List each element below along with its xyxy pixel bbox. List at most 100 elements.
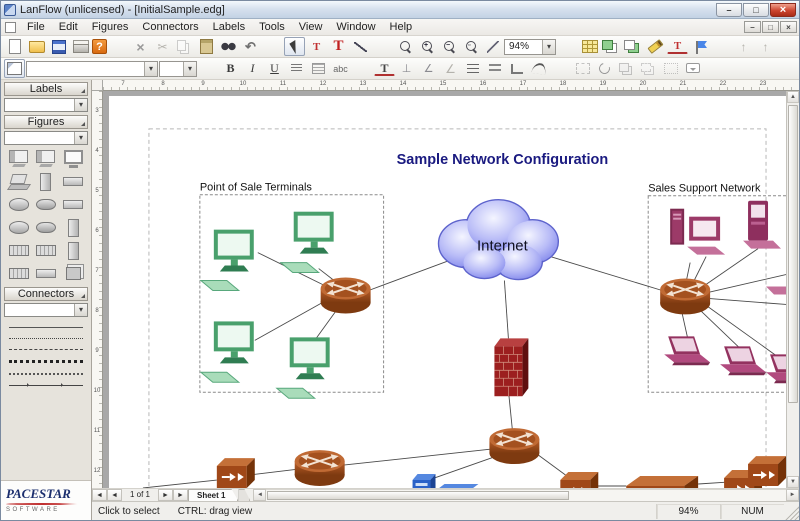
mdi-minimize-button[interactable] bbox=[744, 21, 761, 33]
horizontal-scrollbar[interactable]: ◄ ► bbox=[253, 489, 799, 501]
frame-button[interactable] bbox=[660, 59, 681, 78]
first-sheet-button[interactable]: ◄ bbox=[92, 489, 107, 501]
horizontal-scroll-thumb[interactable] bbox=[267, 491, 569, 500]
pos-router[interactable] bbox=[319, 276, 372, 315]
text-cursor-tool-button[interactable]: T bbox=[312, 40, 321, 53]
blue-server[interactable] bbox=[412, 474, 436, 488]
resize-grip[interactable] bbox=[784, 505, 799, 520]
connector-dotted-spaced[interactable] bbox=[9, 373, 83, 375]
connectors-panel-header[interactable]: Connectors bbox=[4, 287, 88, 301]
close-button[interactable] bbox=[770, 2, 796, 17]
nudge-up-button[interactable]: ↑ bbox=[740, 39, 747, 54]
menu-file[interactable]: File bbox=[27, 21, 45, 33]
bring-to-front-button[interactable] bbox=[601, 37, 622, 56]
find-button[interactable] bbox=[218, 37, 239, 56]
firewall-shape[interactable] bbox=[60, 217, 87, 238]
dashed-frame-button[interactable] bbox=[572, 59, 593, 78]
switch-box-center[interactable] bbox=[559, 471, 600, 488]
scroll-up-button[interactable]: ▲ bbox=[787, 91, 799, 103]
printer-shape[interactable] bbox=[60, 171, 87, 192]
select-tool-button[interactable] bbox=[284, 37, 305, 56]
pointer-flag-button[interactable] bbox=[689, 37, 710, 56]
align-box-button[interactable] bbox=[308, 59, 329, 78]
cut-button[interactable]: ✂ bbox=[157, 39, 168, 54]
next-sheet-button[interactable]: ► bbox=[158, 489, 173, 501]
scroll-left-button[interactable]: ◄ bbox=[253, 489, 267, 501]
switch-box-left[interactable] bbox=[215, 457, 256, 488]
bold-button[interactable]: B bbox=[226, 61, 235, 75]
prev-sheet-button[interactable]: ◄ bbox=[107, 489, 122, 501]
underline-button[interactable]: U bbox=[270, 61, 279, 75]
zoom-tool-button[interactable] bbox=[394, 37, 415, 56]
promote-button[interactable]: ↑ bbox=[762, 39, 769, 54]
core-router[interactable] bbox=[488, 427, 541, 466]
zoom-region-button[interactable]: ▫ bbox=[460, 37, 481, 56]
undo-button[interactable]: ↶ bbox=[245, 38, 256, 54]
storage-box-2[interactable] bbox=[747, 455, 786, 488]
label-angle2-button[interactable]: ∠ bbox=[445, 61, 456, 76]
delete-button[interactable]: × bbox=[136, 38, 145, 55]
patch-panel-shape[interactable] bbox=[32, 240, 59, 261]
vertical-scroll-thumb[interactable] bbox=[788, 105, 798, 404]
comment-bubble-button[interactable] bbox=[682, 59, 703, 78]
help-button[interactable]: ? bbox=[92, 39, 107, 54]
label-tool-button[interactable]: T bbox=[667, 39, 688, 54]
align-left-button[interactable] bbox=[286, 59, 307, 78]
paste-button[interactable] bbox=[196, 37, 217, 56]
figures-panel-header[interactable]: Figures bbox=[4, 115, 88, 129]
menu-edit[interactable]: Edit bbox=[58, 21, 78, 33]
firewall[interactable] bbox=[494, 338, 529, 397]
branch-router[interactable] bbox=[293, 449, 346, 488]
sales-region-label[interactable]: Sales Support Network bbox=[648, 183, 761, 195]
open-button[interactable] bbox=[26, 37, 47, 56]
menu-help[interactable]: Help bbox=[389, 21, 413, 33]
print-button[interactable] bbox=[70, 37, 91, 56]
minimize-button[interactable] bbox=[716, 2, 742, 17]
label-angle-button[interactable]: ∠ bbox=[423, 63, 434, 75]
ungroup-button[interactable] bbox=[638, 59, 659, 78]
zoom-in-button[interactable]: + bbox=[416, 37, 437, 56]
switch-shape[interactable] bbox=[5, 240, 32, 261]
sales-region-box[interactable] bbox=[647, 195, 786, 393]
spell-check-button[interactable]: abc bbox=[333, 63, 348, 74]
paragraph-button[interactable] bbox=[484, 59, 505, 78]
rack-unit-shape[interactable] bbox=[60, 240, 87, 261]
menu-tools[interactable]: Tools bbox=[259, 21, 285, 33]
terminal-shape[interactable] bbox=[60, 148, 87, 169]
menu-window[interactable]: Window bbox=[336, 21, 376, 33]
flat-hub-shape[interactable] bbox=[32, 263, 59, 284]
drawing-canvas[interactable]: Sample Network Configuration Point of Sa… bbox=[103, 91, 786, 488]
text-tool-button[interactable]: T bbox=[333, 38, 344, 54]
last-sheet-button[interactable]: ► bbox=[173, 489, 188, 501]
workstation-shape[interactable] bbox=[32, 148, 59, 169]
connector-dotted[interactable] bbox=[9, 338, 83, 339]
send-to-back-button[interactable] bbox=[623, 37, 644, 56]
connector-arrows[interactable] bbox=[9, 383, 83, 387]
diagram-title[interactable]: Sample Network Configuration bbox=[397, 152, 609, 168]
menu-figures[interactable]: Figures bbox=[91, 21, 129, 33]
sheet-tab[interactable]: Sheet 1 bbox=[188, 489, 238, 501]
menu-connectors[interactable]: Connectors bbox=[142, 21, 199, 33]
vertical-scroll-track[interactable] bbox=[787, 103, 799, 476]
access-point-shape[interactable] bbox=[5, 217, 32, 238]
pan-tool-button[interactable] bbox=[482, 37, 503, 56]
curve-style-button[interactable] bbox=[528, 59, 549, 78]
mdi-close-button[interactable] bbox=[780, 21, 797, 33]
rotate-button[interactable] bbox=[594, 59, 615, 78]
hub-shape[interactable] bbox=[32, 194, 59, 215]
new-sheet-tab[interactable] bbox=[238, 489, 250, 501]
laptop-shape[interactable] bbox=[5, 171, 32, 192]
desktop-computer-shape[interactable] bbox=[5, 148, 32, 169]
labels-style-combobox[interactable] bbox=[4, 98, 88, 112]
mdi-restore-button[interactable] bbox=[762, 21, 779, 33]
text-color-button[interactable]: T bbox=[374, 61, 395, 76]
connectors-style-combobox[interactable] bbox=[4, 303, 88, 317]
line-spacing-button[interactable] bbox=[462, 59, 483, 78]
scroll-down-button[interactable]: ▼ bbox=[787, 476, 799, 488]
horizontal-scroll-track[interactable] bbox=[266, 489, 786, 501]
pos-region-label[interactable]: Point of Sale Terminals bbox=[200, 182, 313, 194]
vertical-scrollbar[interactable]: ▲ ▼ bbox=[786, 91, 799, 488]
zoom-out-button[interactable]: − bbox=[438, 37, 459, 56]
sales-pad[interactable] bbox=[766, 286, 786, 295]
internet-cloud[interactable]: Internet bbox=[437, 199, 560, 281]
